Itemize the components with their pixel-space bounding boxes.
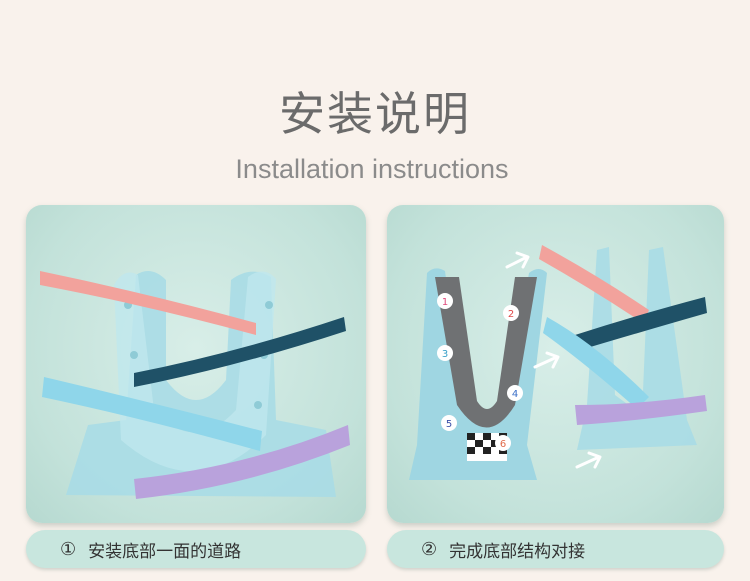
lane-number-3: 3 [442,349,448,360]
arrow-icon [505,251,530,269]
step-2-caption: ② 完成底部结构对接 [387,530,724,568]
step-2-text: 完成底部结构对接 [449,541,586,562]
lane-number-6: 6 [500,439,506,450]
lane-number-5: 5 [446,419,452,430]
step-2-illustration: 1 2 3 4 5 6 [409,245,707,480]
blue-track [543,317,649,409]
pink-track [539,245,649,323]
lane-number-1: 1 [442,297,448,308]
lane-number-2: 2 [508,309,514,320]
step-2-image: 1 2 3 4 5 6 [387,205,724,523]
pink-track [40,271,256,335]
blue-track [42,377,262,451]
navy-track [575,297,707,351]
arrow-icon [575,451,602,469]
lane-number-4: 4 [512,389,518,400]
step-1-number: ① [60,538,77,560]
step-1-caption: ① 安装底部一面的道路 [26,530,366,568]
purple-track [575,395,707,425]
step-2-number: ② [421,538,438,560]
arrow-icon [533,351,560,369]
page-subtitle: Installation instructions [235,154,509,184]
navy-track [134,317,346,387]
step-1-text: 安装底部一面的道路 [88,541,242,562]
step-1-image [26,205,366,523]
purple-track [134,425,350,499]
page-title: 安装说明 [279,87,471,141]
step-1-illustration [40,271,350,499]
